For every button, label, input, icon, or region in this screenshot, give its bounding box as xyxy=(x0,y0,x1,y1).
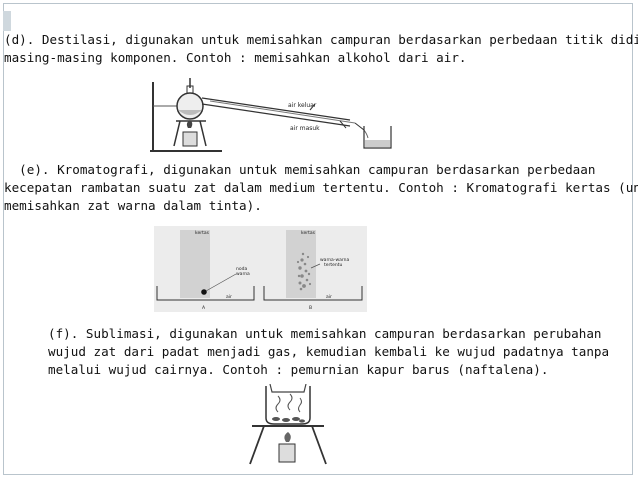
sublimation-apparatus-figure xyxy=(244,383,332,469)
chromatography-line-1: (e). Kromatografi, digunakan untuk memis… xyxy=(4,162,596,177)
panel-b-label: kertas xyxy=(301,230,316,236)
label-water-in: air masuk xyxy=(290,125,320,132)
spot-label-line-2: warna xyxy=(236,271,250,277)
distillation-line-1: (d). Destilasi, digunakan untuk memisahk… xyxy=(4,32,638,47)
sublimation-line-3: melalui wujud cairnya. Contoh : pemurnia… xyxy=(48,362,549,377)
distillation-apparatus-figure: air keluar air masuk xyxy=(150,76,395,156)
chromatography-line-3: memisahkan zat warna dalam tinta). xyxy=(4,198,262,213)
band-label-line-2: tertentu xyxy=(324,262,343,268)
panel-a-label: kertas xyxy=(195,230,210,236)
solvent-label-a: air xyxy=(226,294,232,300)
distillation-line-2: masing-masing komponen. Contoh : memisah… xyxy=(4,50,467,65)
label-water-out: air keluar xyxy=(288,102,317,109)
chromatography-line-2: kecepatan rambatan suatu zat dalam mediu… xyxy=(4,180,638,195)
sublimation-line-1: (f). Sublimasi, digunakan untuk memisahk… xyxy=(48,326,602,341)
paragraph-distillation: (d). Destilasi, digunakan untuk memisahk… xyxy=(4,31,638,67)
solvent-label-b: air xyxy=(326,294,332,300)
decorative-accent-bar xyxy=(3,11,11,31)
paragraph-chromatography: (e). Kromatografi, digunakan untuk memis… xyxy=(4,161,638,215)
caption-a: A xyxy=(202,305,206,311)
paragraph-sublimation: (f). Sublimasi, digunakan untuk memisahk… xyxy=(48,325,609,379)
slide-frame xyxy=(3,3,633,475)
band-label-line-1: warna-warna xyxy=(320,257,350,263)
caption-b: B xyxy=(309,305,312,311)
sublimation-line-2: wujud zat dari padat menjadi gas, kemudi… xyxy=(48,344,610,359)
spot-label-line-1: noda xyxy=(236,266,247,272)
chromatography-figure: kertas kertas noda warna warna-warna ter… xyxy=(154,226,367,312)
